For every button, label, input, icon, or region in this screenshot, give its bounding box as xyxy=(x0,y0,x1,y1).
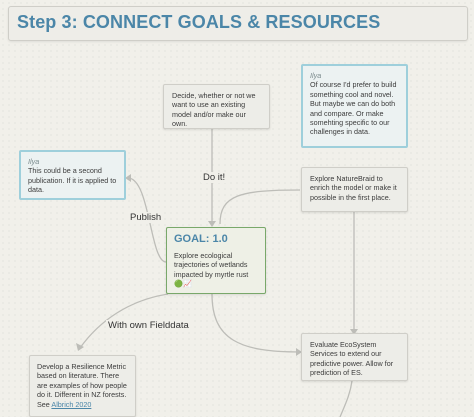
goal-description: Explore ecological trajectories of wetla… xyxy=(174,251,249,279)
card-naturebraid-text: Explore NatureBraid to enrich the model … xyxy=(310,174,397,202)
arrow-to-resilience xyxy=(76,343,84,351)
note-author: Ilya xyxy=(28,157,40,166)
edge-label-fielddata: With own Fielddata xyxy=(106,320,191,331)
edge-goal-to-evaluate xyxy=(211,293,301,353)
note-text: Of course I'd prefer to build something … xyxy=(310,80,397,137)
edge-label-publish: Publish xyxy=(128,212,164,223)
edge-evaluate-down xyxy=(339,380,353,417)
card-resilience-text: Develop a Resilience Metric based on lit… xyxy=(37,362,127,409)
note-ilya-top-right[interactable]: Ilya Of course I'd prefer to build somet… xyxy=(301,64,408,148)
goal-emoji: 🟢📈 xyxy=(174,279,192,289)
goal-title: GOAL: 1.0 xyxy=(174,233,228,245)
edge-label-do-it: Do it! xyxy=(201,172,228,183)
card-resilience-metric[interactable]: Develop a Resilience Metric based on lit… xyxy=(29,355,136,417)
edge-naturebraid-to-goal xyxy=(219,189,301,225)
arrow-to-note xyxy=(125,174,131,182)
note-author: Ilya xyxy=(310,71,322,80)
edge-goal-to-resilience xyxy=(79,293,169,349)
card-decide-model[interactable]: Decide, whether or not we want to use an… xyxy=(163,84,270,129)
step-header: Step 3: CONNECT GOALS & RESOURCES xyxy=(8,6,468,41)
step-title: Step 3: CONNECT GOALS & RESOURCES xyxy=(17,12,381,32)
card-decide-text: Decide, whether or not we want to use an… xyxy=(172,91,256,129)
arrow-to-goal xyxy=(208,221,216,227)
note-text: This could be a second publication. If i… xyxy=(28,166,117,195)
card-evaluate-ecosystem[interactable]: Evaluate EcoSystem Services to extend ou… xyxy=(301,333,408,381)
card-explore-naturebraid[interactable]: Explore NatureBraid to enrich the model … xyxy=(301,167,408,212)
goal-card[interactable]: GOAL: 1.0 Explore ecological trajectorie… xyxy=(166,227,266,294)
arrow-to-evaluate-a xyxy=(350,329,358,335)
card-evaluate-text: Evaluate EcoSystem Services to extend ou… xyxy=(310,340,394,378)
note-ilya-left[interactable]: Ilya This could be a second publication.… xyxy=(19,150,126,200)
albrich-link[interactable]: Albrich 2020 xyxy=(51,399,92,409)
arrow-to-evaluate-b xyxy=(296,348,302,356)
